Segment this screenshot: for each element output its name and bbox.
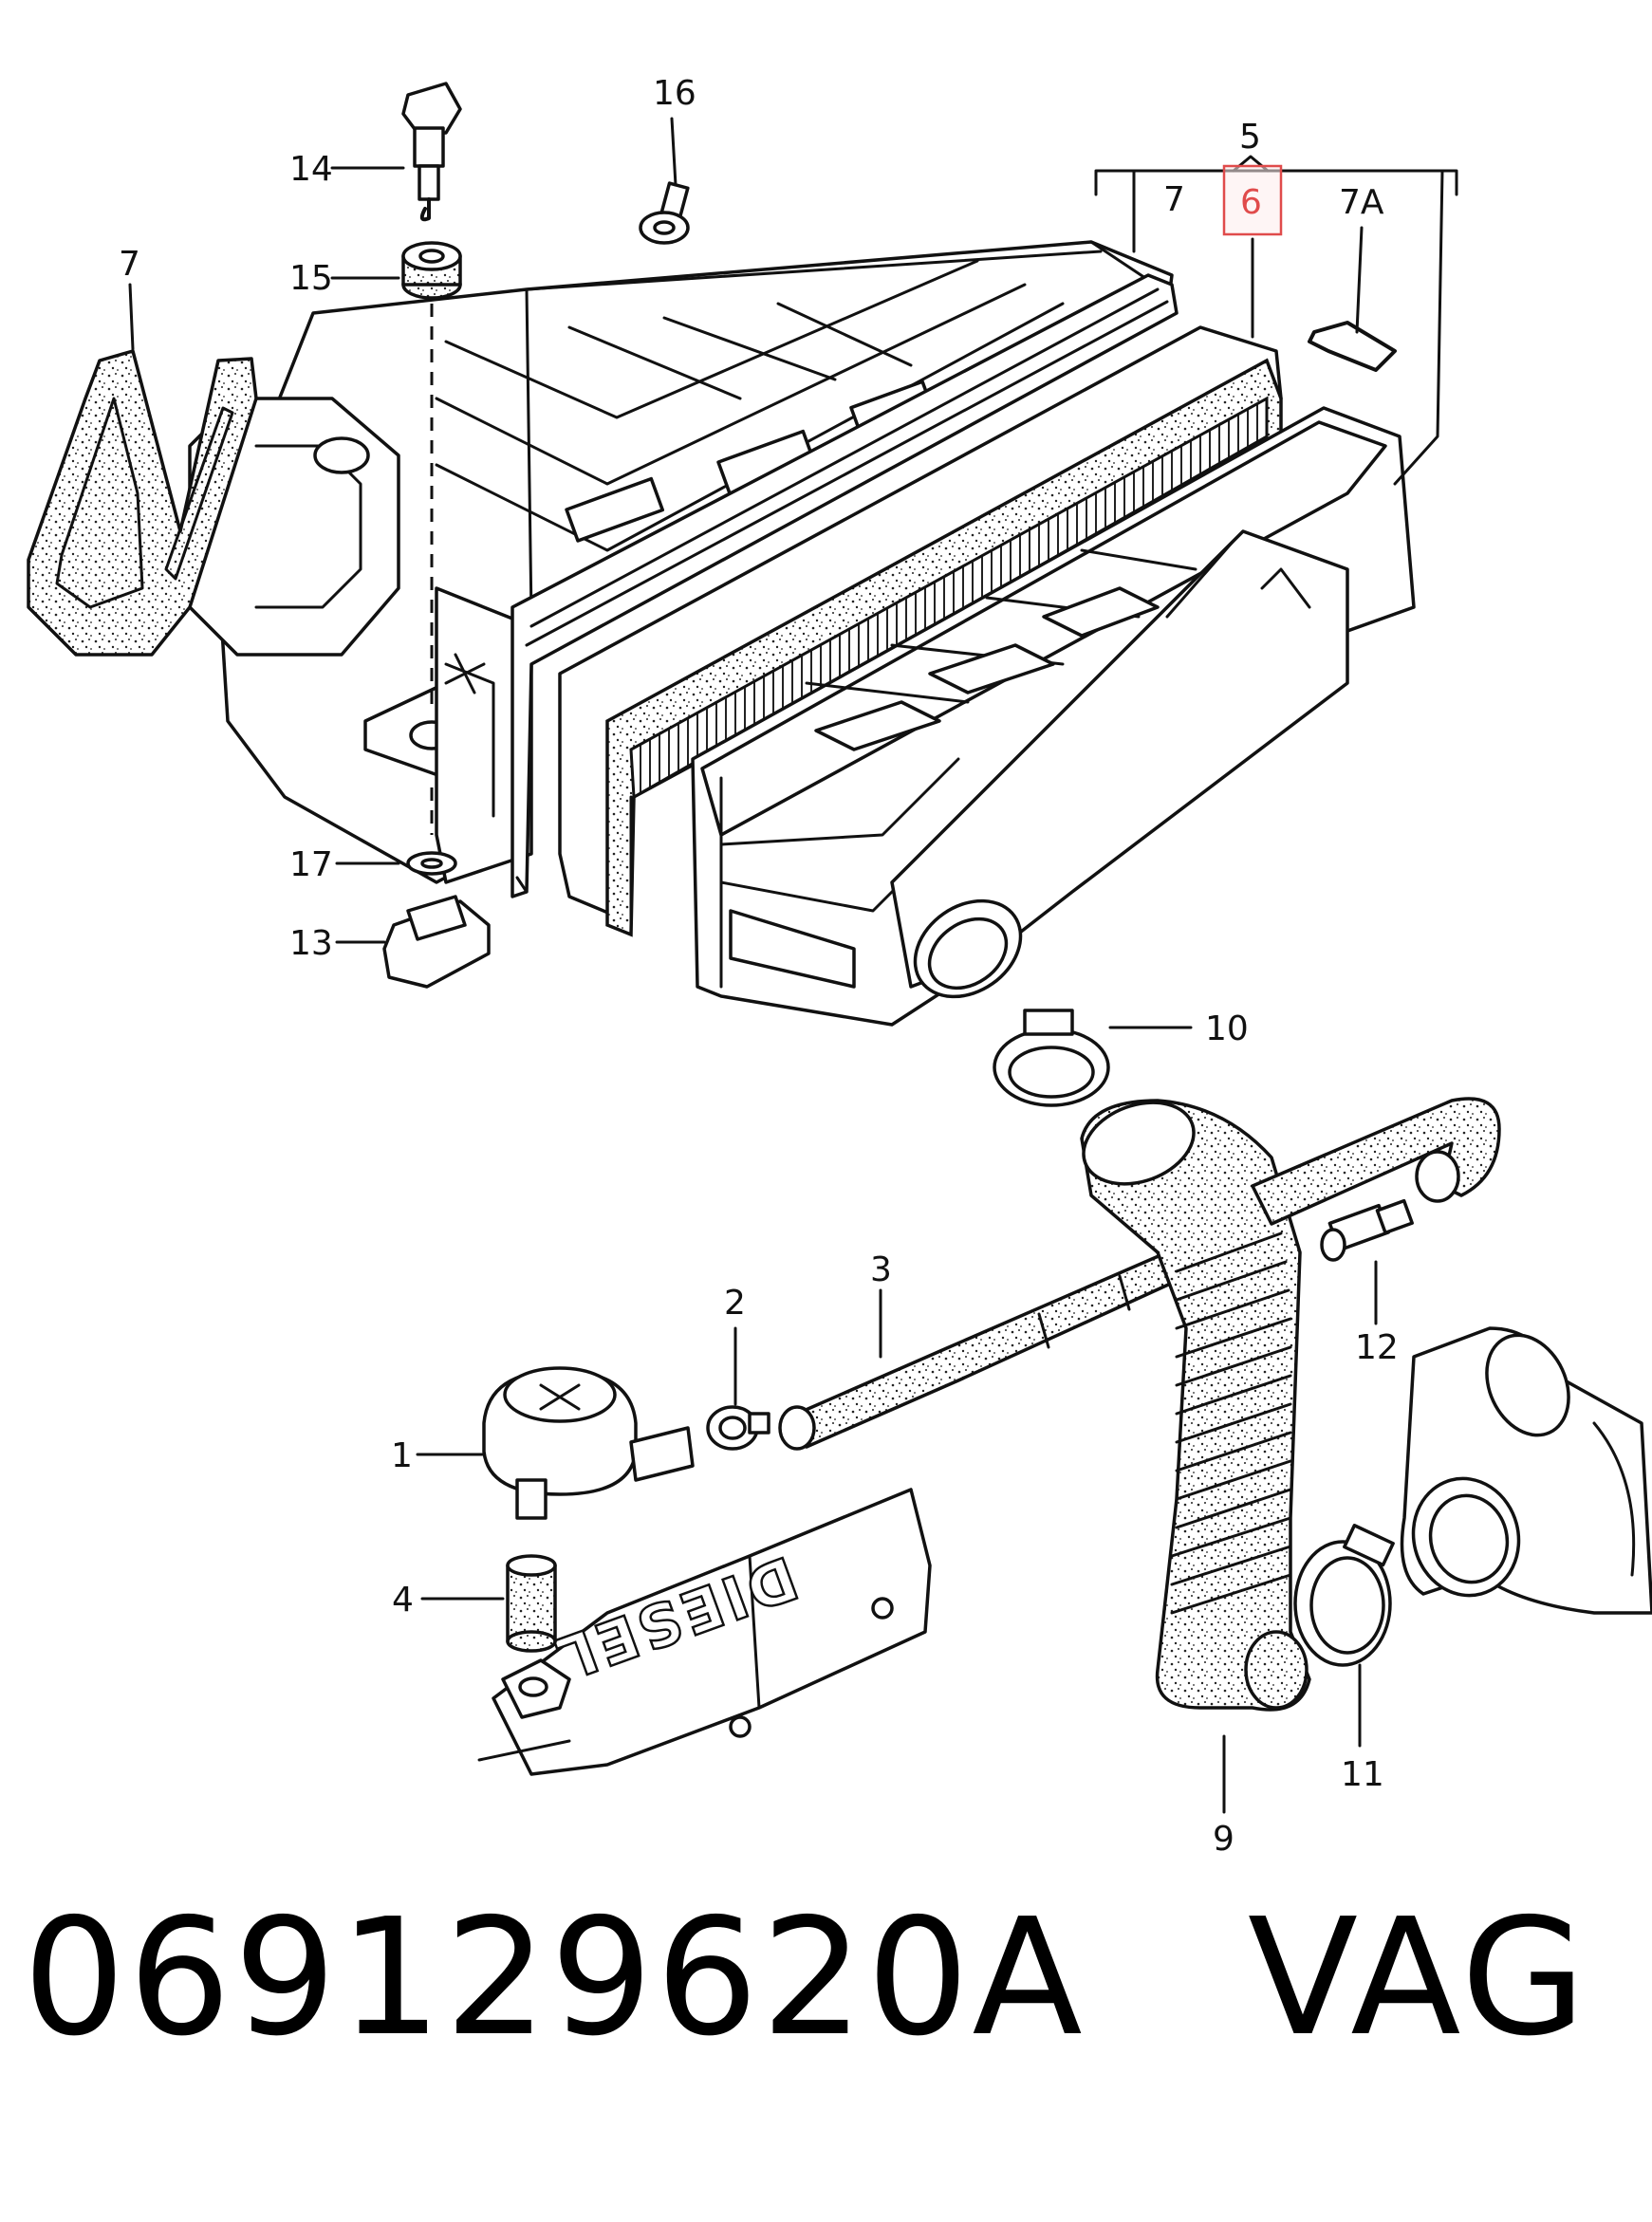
label-15: 15: [289, 259, 333, 298]
part-14-screw: [401, 82, 462, 222]
part-16-bolt: [639, 181, 690, 245]
part-labels: 5 7 6 7A 7 14 15 16 17 13 10 2 3 1 4 12 …: [119, 74, 1399, 1859]
label-12: 12: [1355, 1328, 1399, 1367]
part-caption: 069129620A VAG: [23, 1898, 1636, 2059]
label-17: 17: [289, 845, 333, 884]
label-1: 1: [391, 1436, 413, 1475]
label-4: 4: [392, 1581, 414, 1620]
label-6: 6: [1240, 183, 1262, 222]
part-12-fitting: [1320, 1198, 1414, 1262]
filter-housing-frame: [510, 273, 1179, 898]
brand-name: VAG: [1247, 1884, 1589, 2072]
valve-cover: DIESEL: [477, 1488, 932, 1776]
part-11-clamp: [1293, 1524, 1395, 1667]
part-1-pcv-valve: [482, 1366, 695, 1520]
part-2-clamp: [706, 1405, 770, 1451]
label-14: 14: [289, 150, 333, 189]
label-11: 11: [1341, 1755, 1384, 1794]
part-3-hose: [778, 1250, 1179, 1451]
label-7-top: 7: [1163, 180, 1185, 219]
part-15-grommet: [401, 241, 462, 300]
label-3: 3: [870, 1250, 892, 1289]
part-10-clamp: [993, 1009, 1110, 1107]
label-5: 5: [1239, 118, 1261, 157]
label-10: 10: [1205, 1009, 1249, 1048]
label-7-left: 7: [119, 245, 140, 284]
highlight-box: [1222, 164, 1283, 236]
label-16: 16: [653, 74, 696, 113]
part-9-intake-hose: [1080, 1097, 1501, 1712]
part-7a-clip: [1308, 321, 1397, 372]
label-7a: 7A: [1339, 183, 1384, 222]
part-17-washer: [406, 851, 457, 876]
intake-elbow: [1400, 1326, 1652, 1615]
label-13: 13: [289, 924, 333, 963]
label-9: 9: [1213, 1820, 1234, 1859]
part-4-bushing: [506, 1554, 557, 1653]
part-13-clip: [382, 895, 491, 989]
filter-housing-upper: [691, 406, 1416, 1027]
part-number: 069129620A: [23, 1884, 1086, 2072]
seal-7-left: [27, 349, 258, 657]
label-2: 2: [724, 1284, 746, 1323]
leader-lines: [128, 117, 1458, 1814]
